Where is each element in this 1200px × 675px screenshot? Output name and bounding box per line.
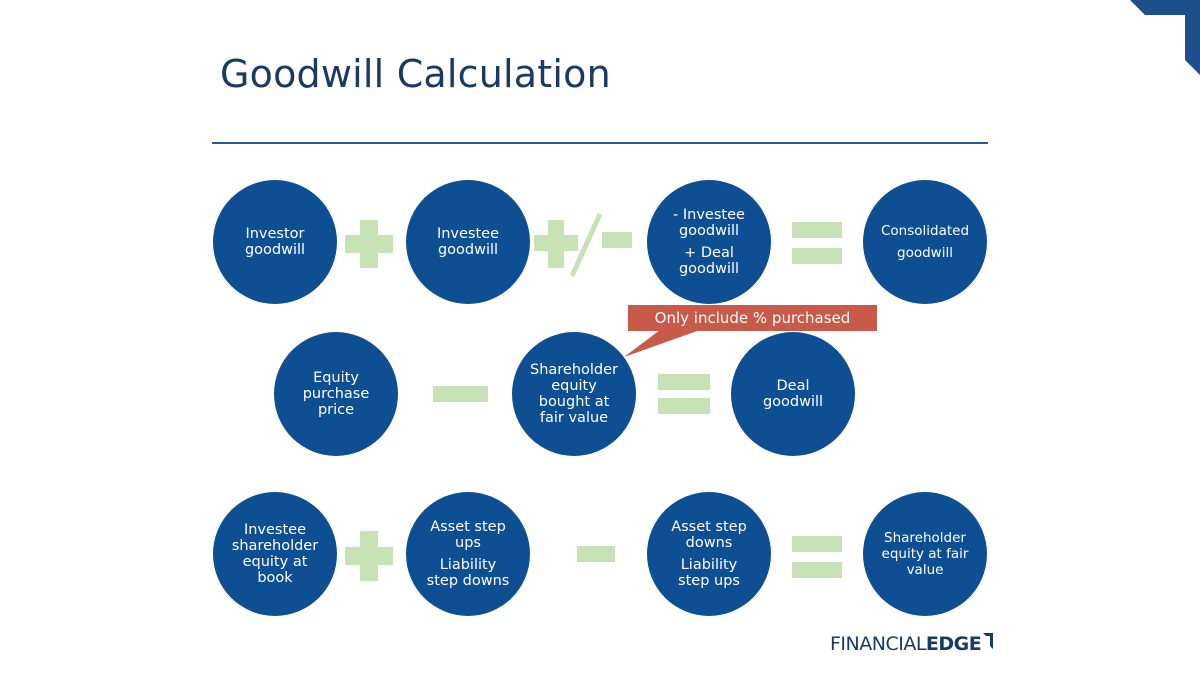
circle-text-line: Equity [313, 370, 359, 386]
circle-text-line: equity at [242, 554, 308, 570]
circle-text-line: Asset step [671, 519, 747, 535]
title-divider [212, 142, 988, 144]
circle-text-line: ups [455, 535, 481, 551]
circle-shareholder-equity-fair-value-result: Shareholder equity at fair value [863, 492, 987, 616]
circle-investee-deal-goodwill: - Investee goodwill + Deal goodwill [647, 180, 771, 304]
circle-asset-step-ups: Asset step ups Liability step downs [406, 492, 530, 616]
circle-text-line: Deal [776, 378, 810, 394]
slide-title: Goodwill Calculation [220, 52, 611, 96]
financial-edge-logo: FINANCIAL EDGE [830, 632, 994, 656]
circle-text-line: value [906, 562, 944, 578]
circle-text-line: goodwill [678, 261, 740, 277]
circle-text-line: step ups [678, 573, 740, 589]
circle-text-line: Investee [436, 226, 500, 242]
circle-text-line: Shareholder [884, 530, 966, 546]
circle-text-line: goodwill [437, 242, 499, 258]
circle-text-line: fair value [539, 410, 609, 426]
circle-text-line: Liability [680, 557, 738, 573]
circle-text-line: shareholder [231, 538, 319, 554]
callout-note: Only include % purchased [628, 305, 877, 331]
corner-decoration [1130, 0, 1200, 75]
circle-text-line: goodwill [678, 223, 740, 239]
circle-investee-goodwill: Investee goodwill [406, 180, 530, 304]
circle-text-line: Investee [243, 522, 307, 538]
circle-investor-goodwill: Investor goodwill [213, 180, 337, 304]
circle-text-line: bought at [538, 394, 610, 410]
circle-consolidated-goodwill: Consolidated goodwill [863, 180, 987, 304]
circle-text-line: + Deal [684, 245, 734, 261]
slash-icon [569, 212, 603, 278]
circle-text-line: goodwill [762, 394, 824, 410]
circle-deal-goodwill: Deal goodwill [731, 332, 855, 456]
circle-text-line: goodwill [897, 245, 953, 261]
circle-text-line: downs [685, 535, 733, 551]
circle-investee-equity-book: Investee shareholder equity at book [213, 492, 337, 616]
circle-text-line: step downs [426, 573, 510, 589]
circle-text-line: purchase [302, 386, 370, 402]
circle-text-line: Investor [245, 226, 305, 242]
circle-text-line: Asset step [430, 519, 506, 535]
circle-text-line: Shareholder [529, 362, 619, 378]
circle-shareholder-equity-fair-value: Shareholder equity bought at fair value [512, 332, 636, 456]
circle-text-line: Consolidated [880, 223, 970, 239]
circle-text-line: equity at fair [881, 546, 969, 562]
logo-mark-icon [983, 633, 994, 649]
circle-text-line: - Investee [673, 207, 745, 223]
logo-text-financial: FINANCIAL [830, 633, 926, 655]
circle-text-line: equity [551, 378, 597, 394]
circle-text-line: book [257, 570, 293, 586]
circle-text-line: price [317, 402, 355, 418]
circle-text-line: Liability [439, 557, 497, 573]
circle-asset-step-downs: Asset step downs Liability step ups [647, 492, 771, 616]
logo-text-edge: EDGE [925, 633, 982, 655]
circle-text-line: goodwill [244, 242, 306, 258]
circle-equity-purchase-price: Equity purchase price [274, 332, 398, 456]
